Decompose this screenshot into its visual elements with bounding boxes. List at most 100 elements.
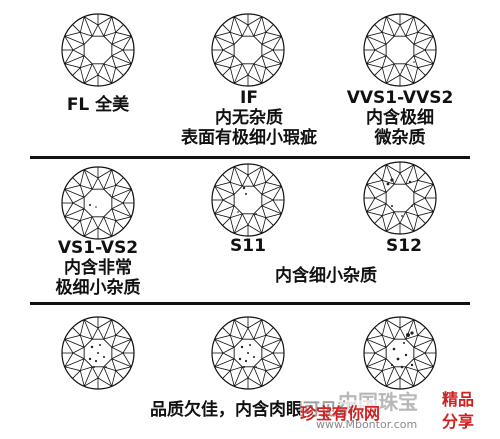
facet-line [79,32,85,45]
facet-line [405,366,418,372]
facet-line [253,181,266,187]
facet-line [261,205,282,215]
facet-line [115,334,132,340]
facet-line [265,366,282,372]
facet-line [381,32,387,45]
facet-line [382,31,395,37]
facet-line [424,197,434,212]
facet-line [91,63,99,76]
table-facet [83,35,113,65]
inclusion-dot [396,357,400,361]
facet-line [234,166,249,176]
facet-line [386,74,401,84]
facet-line [72,352,85,360]
facet-line [111,352,124,360]
facet-line [103,216,113,237]
facet-line [97,63,105,76]
facet-line [97,227,112,237]
facet-line [261,335,267,348]
facet-line [233,16,243,37]
facet-line [64,31,81,37]
facet-line [222,217,231,226]
facet-line [222,327,231,336]
facet-line [91,24,99,37]
diamond-i3-icon [363,316,437,390]
facet-line [230,31,243,37]
facet-line [84,227,99,237]
facet-line [103,169,113,190]
inclusion-dot [247,352,249,354]
inclusion-dot [401,215,403,217]
inclusion-dot [406,333,410,337]
facet-line [64,366,81,372]
facet-line [233,319,243,340]
facet-line [72,43,85,51]
facet-line [115,177,124,186]
facet-line [393,366,401,379]
facet-line [265,31,282,37]
facet-line [272,49,282,64]
facet-line [366,184,376,199]
facet-line [72,370,81,379]
facet-line [261,319,267,336]
facet-line [393,63,401,76]
inclusion-dot [93,366,95,368]
inclusion-dot [103,356,105,358]
facet-line [111,346,124,354]
facet-line [417,63,434,69]
facet-line [233,166,243,187]
facet-line [111,208,117,221]
row-divider [30,156,470,159]
facet-line [214,213,231,219]
grade-label-vvs: VVS1-VVS2 内含极细 微杂质 [346,88,454,148]
facet-line [222,24,231,33]
facet-line [64,358,85,368]
facet-line [122,339,132,354]
facet-line [214,352,224,367]
facet-line [374,327,383,336]
facet-line [265,24,274,33]
facet-line [253,31,266,37]
facet-line [261,55,282,65]
facet-line [97,16,112,26]
facet-line [72,67,81,76]
facet-line [417,327,426,336]
inclusion-dot [410,331,414,335]
inclusion-dot [99,344,101,346]
facet-line [253,213,263,234]
facet-line [366,352,376,367]
facet-line [399,16,414,26]
facet-line [261,338,282,348]
facet-line [247,377,262,387]
facet-line [84,169,99,179]
table-facet [385,338,415,368]
facet-line [265,370,274,379]
facet-line [122,189,132,204]
facet-line [79,358,85,371]
facet-line [399,74,414,84]
facet-line [374,191,387,199]
facet-line [374,172,383,181]
facet-line [214,199,224,214]
facet-line [382,366,395,372]
watermark-tag-top: 精品 [442,390,475,409]
facet-line [413,55,419,68]
facet-line [413,183,434,193]
facet-line [83,63,93,84]
facet-line [214,338,235,348]
row-caption-small: 内含细小杂质 [275,266,377,286]
facet-line [366,31,383,37]
facet-line [247,16,262,26]
facet-line [413,49,426,57]
facet-line [261,358,282,368]
facet-line [374,346,387,354]
facet-line [64,35,85,45]
facet-line [261,182,267,195]
facet-line [265,327,274,336]
facet-line [247,224,262,234]
facet-line [417,366,434,372]
inclusion-dot [245,193,247,195]
watermark-brand: 珍宝有你网 [300,400,381,424]
facet-line [413,191,426,199]
facet-line [64,49,74,64]
